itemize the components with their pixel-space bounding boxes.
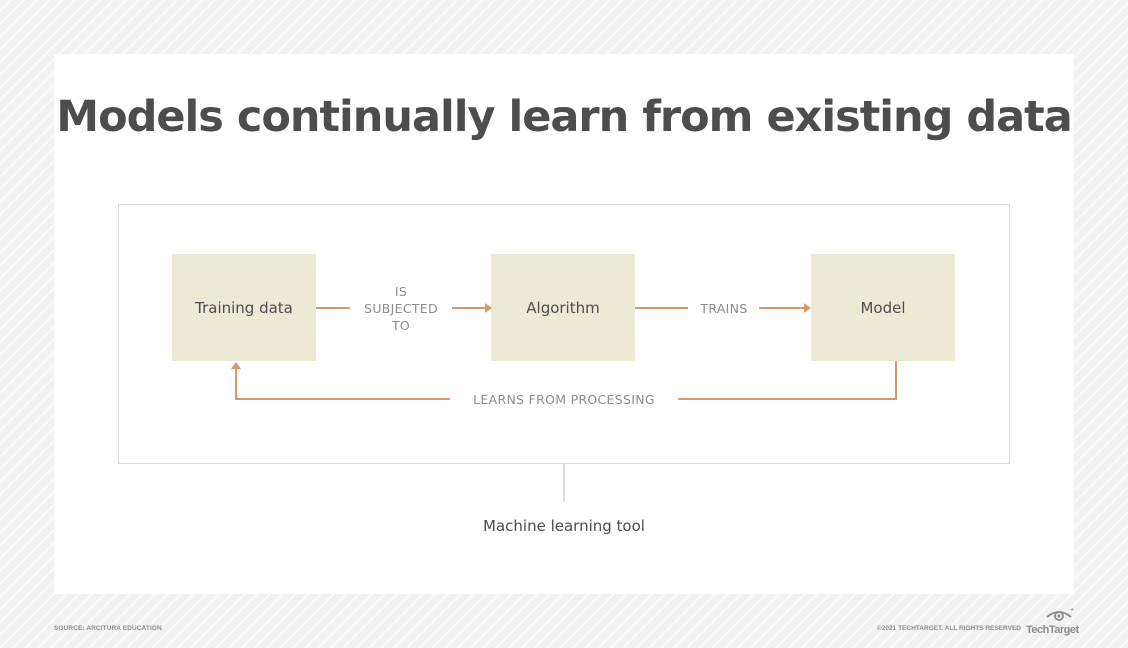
node-model-label: Model [860, 298, 906, 317]
container-caption: Machine learning tool [483, 517, 645, 535]
connector-line [235, 368, 237, 400]
caption-leader-line [563, 464, 565, 502]
edge-label-line: SUBJECTED [364, 301, 438, 316]
connector-line [678, 398, 897, 400]
edge-label-line: TO [391, 318, 411, 333]
connector-line [759, 307, 805, 309]
node-training-data-label: Training data [195, 298, 293, 317]
eye-icon [1046, 608, 1074, 621]
arrow-right-icon [804, 303, 811, 313]
connector-line [235, 398, 450, 400]
node-model: Model [811, 254, 955, 361]
copyright-notice: ©2021 TECHTARGET. ALL RIGHTS RESERVED [877, 625, 1021, 632]
node-algorithm: Algorithm [491, 254, 635, 361]
edge-label-trains: TRAINS [700, 301, 748, 316]
edge-label-is-subjected-to: IS SUBJECTED TO [352, 283, 450, 334]
arrow-up-icon [231, 362, 241, 369]
arrow-right-icon [485, 303, 492, 313]
connector-line [895, 361, 897, 400]
edge-label-line: IS [394, 284, 408, 299]
page-title: Models continually learn from existing d… [56, 92, 1072, 142]
techtarget-logo: TechTarget [1026, 608, 1079, 636]
node-algorithm-label: Algorithm [526, 298, 600, 317]
source-credit: SOURCE: ARCITURA EDUCATION [54, 625, 162, 632]
node-training-data: Training data [172, 254, 316, 361]
connector-line [635, 307, 688, 309]
logo-text: TechTarget [1026, 624, 1079, 636]
connector-line [316, 307, 350, 309]
connector-line [452, 307, 486, 309]
edge-label-learns-from-processing: LEARNS FROM PROCESSING [473, 392, 655, 407]
machine-learning-tool-frame [118, 204, 1010, 464]
